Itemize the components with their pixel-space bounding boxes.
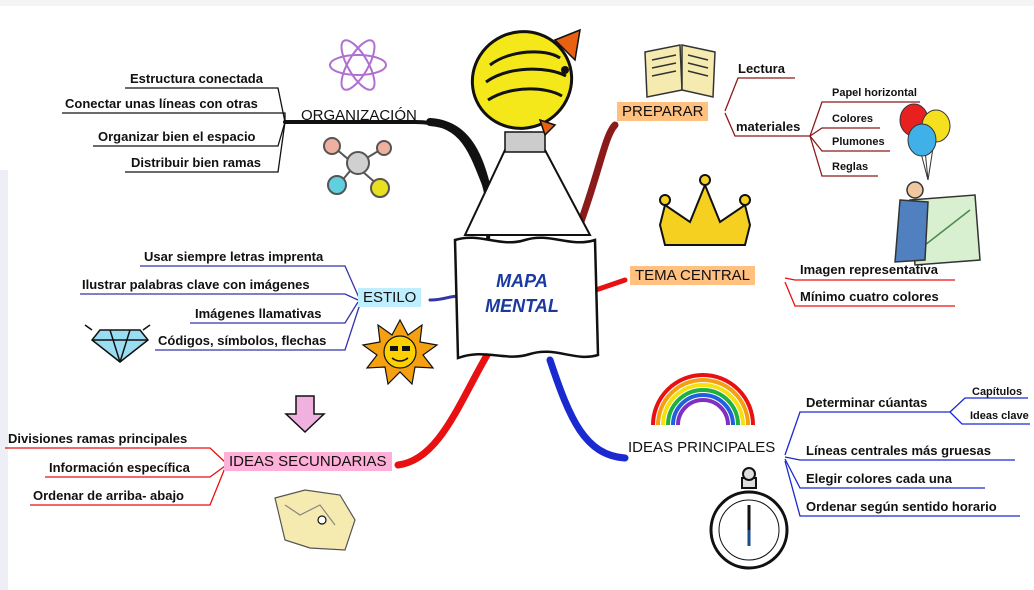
top-border: [0, 0, 1034, 6]
ideas-principales-sub-1: Capítulos: [972, 386, 1023, 398]
stopwatch-icon: [709, 467, 789, 570]
arrow-down-icon: [284, 395, 326, 434]
branch-preparar: PREPARAR: [617, 102, 709, 121]
center-title-line1: MAPA: [496, 271, 548, 291]
atom-icon: [329, 39, 387, 91]
rainbow-icon: [651, 373, 755, 426]
estilo-item-2: Ilustrar palabras clave con imágenes: [82, 277, 310, 292]
molecule-icon: [323, 137, 392, 198]
branch-ideas-principales: IDEAS PRINCIPALES: [628, 439, 776, 456]
ideas-secundarias-item-2: Información específica: [49, 460, 190, 475]
diamond-icon: [84, 324, 151, 363]
branch-tema-central: TEMA CENTRAL: [630, 266, 756, 285]
map-icon: [274, 489, 356, 551]
item-underlines: [5, 77, 1030, 517]
ideas-secundarias-item-3: Ordenar de arriba- abajo: [33, 488, 184, 503]
material-item-1: Papel horizontal: [832, 87, 917, 99]
connector-ideas-principales: [546, 356, 629, 462]
organizacion-item-2: Conectar unas líneas con otras: [65, 96, 258, 111]
tema-central-item-2: Mínimo cuatro colores: [800, 289, 939, 304]
ideas-principales-item-3: Ordenar según sentido horario: [806, 499, 997, 514]
branch-ideas-secundarias: IDEAS SECUNDARIAS: [224, 452, 392, 471]
estilo-item-3: Imágenes llamativas: [195, 306, 322, 321]
left-margin-bar: [0, 170, 8, 590]
balloons-icon: [899, 103, 951, 181]
organizacion-item-1: Estructura conectada: [130, 71, 263, 86]
branch-estilo: ESTILO: [358, 288, 422, 307]
branch-organizacion: ORGANIZACIÓN: [301, 107, 417, 124]
ideas-principales-sub-2: Ideas clave: [970, 410, 1029, 422]
material-item-2: Colores: [832, 113, 873, 125]
estilo-item-1: Usar siempre letras imprenta: [144, 249, 324, 264]
preparar-lectura: Lectura: [738, 61, 785, 76]
blimp-icon: [463, 28, 592, 236]
preparar-materiales: materiales: [736, 119, 801, 134]
ideas-secundarias-item-1: Divisiones ramas principales: [8, 431, 188, 446]
ideas-principales-determinar: Determinar cúantas: [806, 395, 928, 410]
connector-organizacion: [283, 120, 493, 242]
connector-ideas-secundarias: [394, 346, 494, 469]
organizacion-item-4: Distribuir bien ramas: [131, 155, 262, 170]
estilo-item-4: Códigos, símbolos, flechas: [158, 333, 327, 348]
connector-preparar: [574, 121, 619, 234]
ideas-principales-item-2: Elegir colores cada una: [806, 471, 952, 486]
book-icon: [644, 44, 716, 98]
material-item-4: Reglas: [832, 161, 869, 173]
artist-icon: [894, 181, 981, 266]
tema-central-item-1: Imagen representativa: [800, 262, 939, 277]
center-node: MAPA MENTAL: [453, 236, 600, 360]
crown-icon: [658, 174, 752, 246]
ideas-principales-item-1: Líneas centrales más gruesas: [806, 443, 991, 458]
organizacion-item-3: Organizar bien el espacio: [98, 129, 256, 144]
material-item-3: Plumones: [832, 136, 885, 148]
center-title-line2: MENTAL: [485, 296, 559, 316]
sun-icon: [361, 318, 439, 386]
